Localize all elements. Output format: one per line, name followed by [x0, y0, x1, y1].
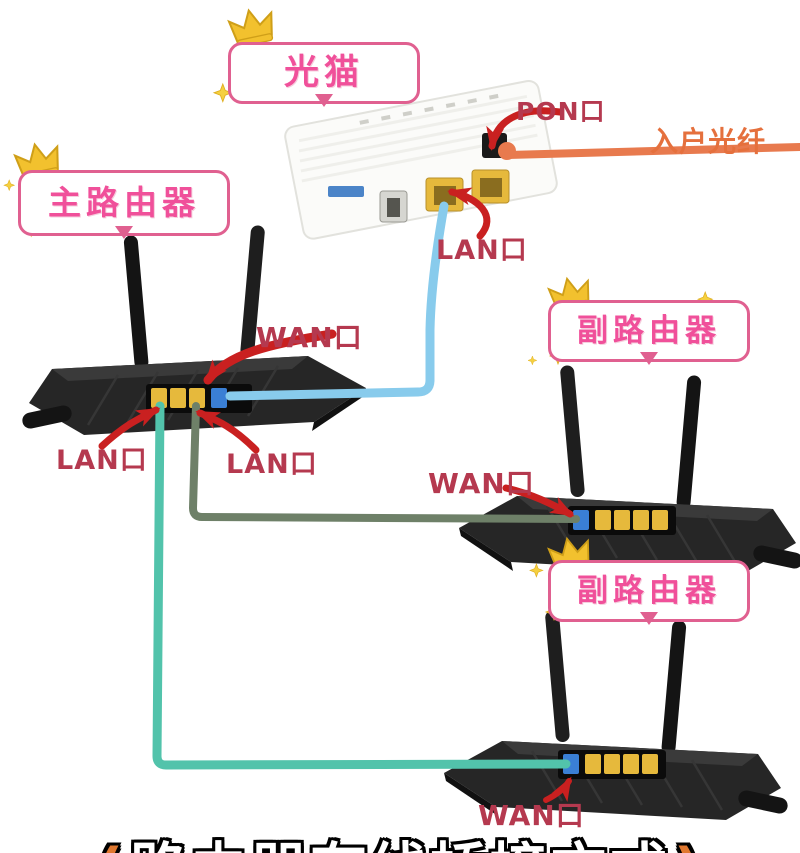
pon-port-arrow — [486, 107, 564, 151]
bottom-title-banner: (路由器有线桥接方式) — [0, 824, 800, 853]
secondary-router-1-device — [457, 363, 800, 577]
secondary-router-1-label: 副路由器 — [577, 313, 721, 349]
banner-bracket-left: ( — [93, 837, 130, 853]
main-lan-port-1-label: LAN口 — [56, 445, 148, 476]
optical-modem-device — [284, 79, 558, 240]
secondary1-wan-port-label: WAN口 — [428, 467, 535, 500]
main-router-label-bubble: 主路由器 — [18, 170, 230, 236]
main-lan2-arrow — [195, 409, 260, 454]
modem-label-bubble: 光猫 — [228, 42, 420, 104]
secondary-router-2-label-bubble: 副路由器 — [548, 560, 750, 622]
secondary1-wan-arrow — [502, 484, 575, 518]
incoming-fiber-label: 入户光纤 — [650, 125, 767, 158]
modem-phone-port — [379, 190, 408, 223]
secondary-router-2-device — [442, 608, 791, 822]
pon-port-label: PON口 — [516, 97, 606, 126]
main-to-secondary1-cable — [189, 402, 580, 523]
main-to-secondary2-cable — [152, 401, 571, 770]
main-router-lan-ports — [151, 388, 205, 408]
banner-bracket-right: ) — [670, 837, 707, 853]
main-router-device — [19, 223, 368, 437]
main-wan-arrow — [203, 329, 337, 385]
banner-title: 路由器有线桥接方式 — [130, 837, 670, 853]
modem-lan-arrow — [447, 187, 491, 240]
secondary1-lan-ports — [595, 510, 668, 530]
secondary-router-2-label: 副路由器 — [577, 573, 721, 609]
secondary2-wan-port-label: WAN口 — [478, 799, 585, 832]
modem-label: 光猫 — [283, 53, 364, 93]
modem-brand-mark — [328, 186, 364, 197]
secondary2-wan-port — [563, 754, 579, 774]
main-lan-port-2-label: LAN口 — [226, 449, 318, 480]
incoming-fiber-cable — [503, 143, 800, 159]
secondary1-wan-port — [573, 510, 589, 530]
main-router-wan-port — [211, 388, 227, 408]
main-wan-port-label: WAN口 — [256, 321, 363, 354]
main-lan1-arrow — [98, 406, 161, 450]
modem-lan-port-label: LAN口 — [436, 235, 528, 266]
modem-lan-port-2 — [471, 169, 510, 204]
modem-to-main-router-cable — [225, 201, 449, 401]
secondary2-wan-arrow — [543, 776, 572, 803]
secondary-router-1-label-bubble: 副路由器 — [548, 300, 750, 362]
main-router-label: 主路由器 — [48, 183, 200, 222]
secondary2-lan-ports — [585, 754, 658, 774]
modem-led-row — [359, 93, 499, 125]
